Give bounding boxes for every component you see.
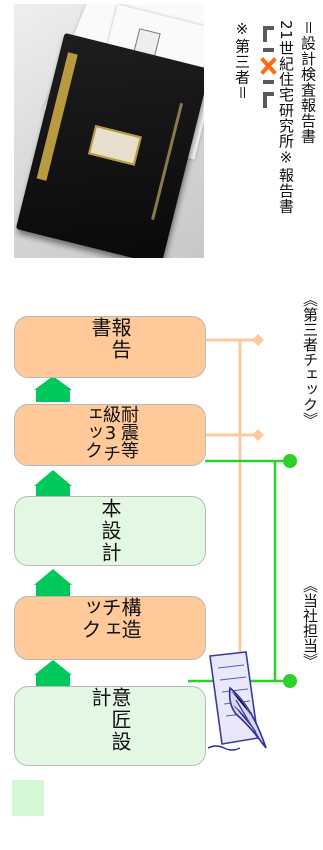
note-line-1: ※第三者＝ [233, 20, 251, 101]
main-design-node [283, 454, 297, 468]
note-line-3: ＝設計検査報告書 [299, 20, 317, 145]
flow-box-structure-check-label: 構造チェック [78, 597, 142, 641]
flow-box-seismic-check-label: 耐震等級3チェック [82, 405, 139, 462]
report-check-marker [252, 334, 264, 346]
flow-box-design-label: 意匠設計 [88, 687, 132, 753]
flow-arrow-1 [34, 376, 72, 402]
seismic-check-marker [252, 429, 264, 441]
lixil-logo [260, 26, 277, 108]
report-photo [14, 4, 204, 258]
flow-box-seismic-check: 耐震等級3チェック [14, 404, 206, 466]
flow-arrow-3 [34, 569, 72, 599]
quill-paper-icon [207, 651, 267, 751]
design-node [283, 674, 297, 688]
flow-box-main-design-label: 本設計 [98, 498, 122, 564]
note-line-2: 21世紀住宅研究所※報告書 [277, 20, 295, 214]
flow-box-design: 意匠設計 [14, 686, 206, 766]
flow-box-main-design: 本設計 [14, 496, 206, 566]
green-stub [12, 780, 44, 816]
phase-label-third-party: 《第三者チェック》 [301, 292, 319, 427]
flow-box-report-label: 報告書 [88, 317, 132, 361]
phase-label-our-company: 《当社担当》 [301, 578, 319, 668]
flow-box-report: 報告書 [14, 316, 206, 378]
flow-arrow-4 [34, 660, 72, 687]
flow-box-structure-check: 構造チェック [14, 596, 206, 660]
